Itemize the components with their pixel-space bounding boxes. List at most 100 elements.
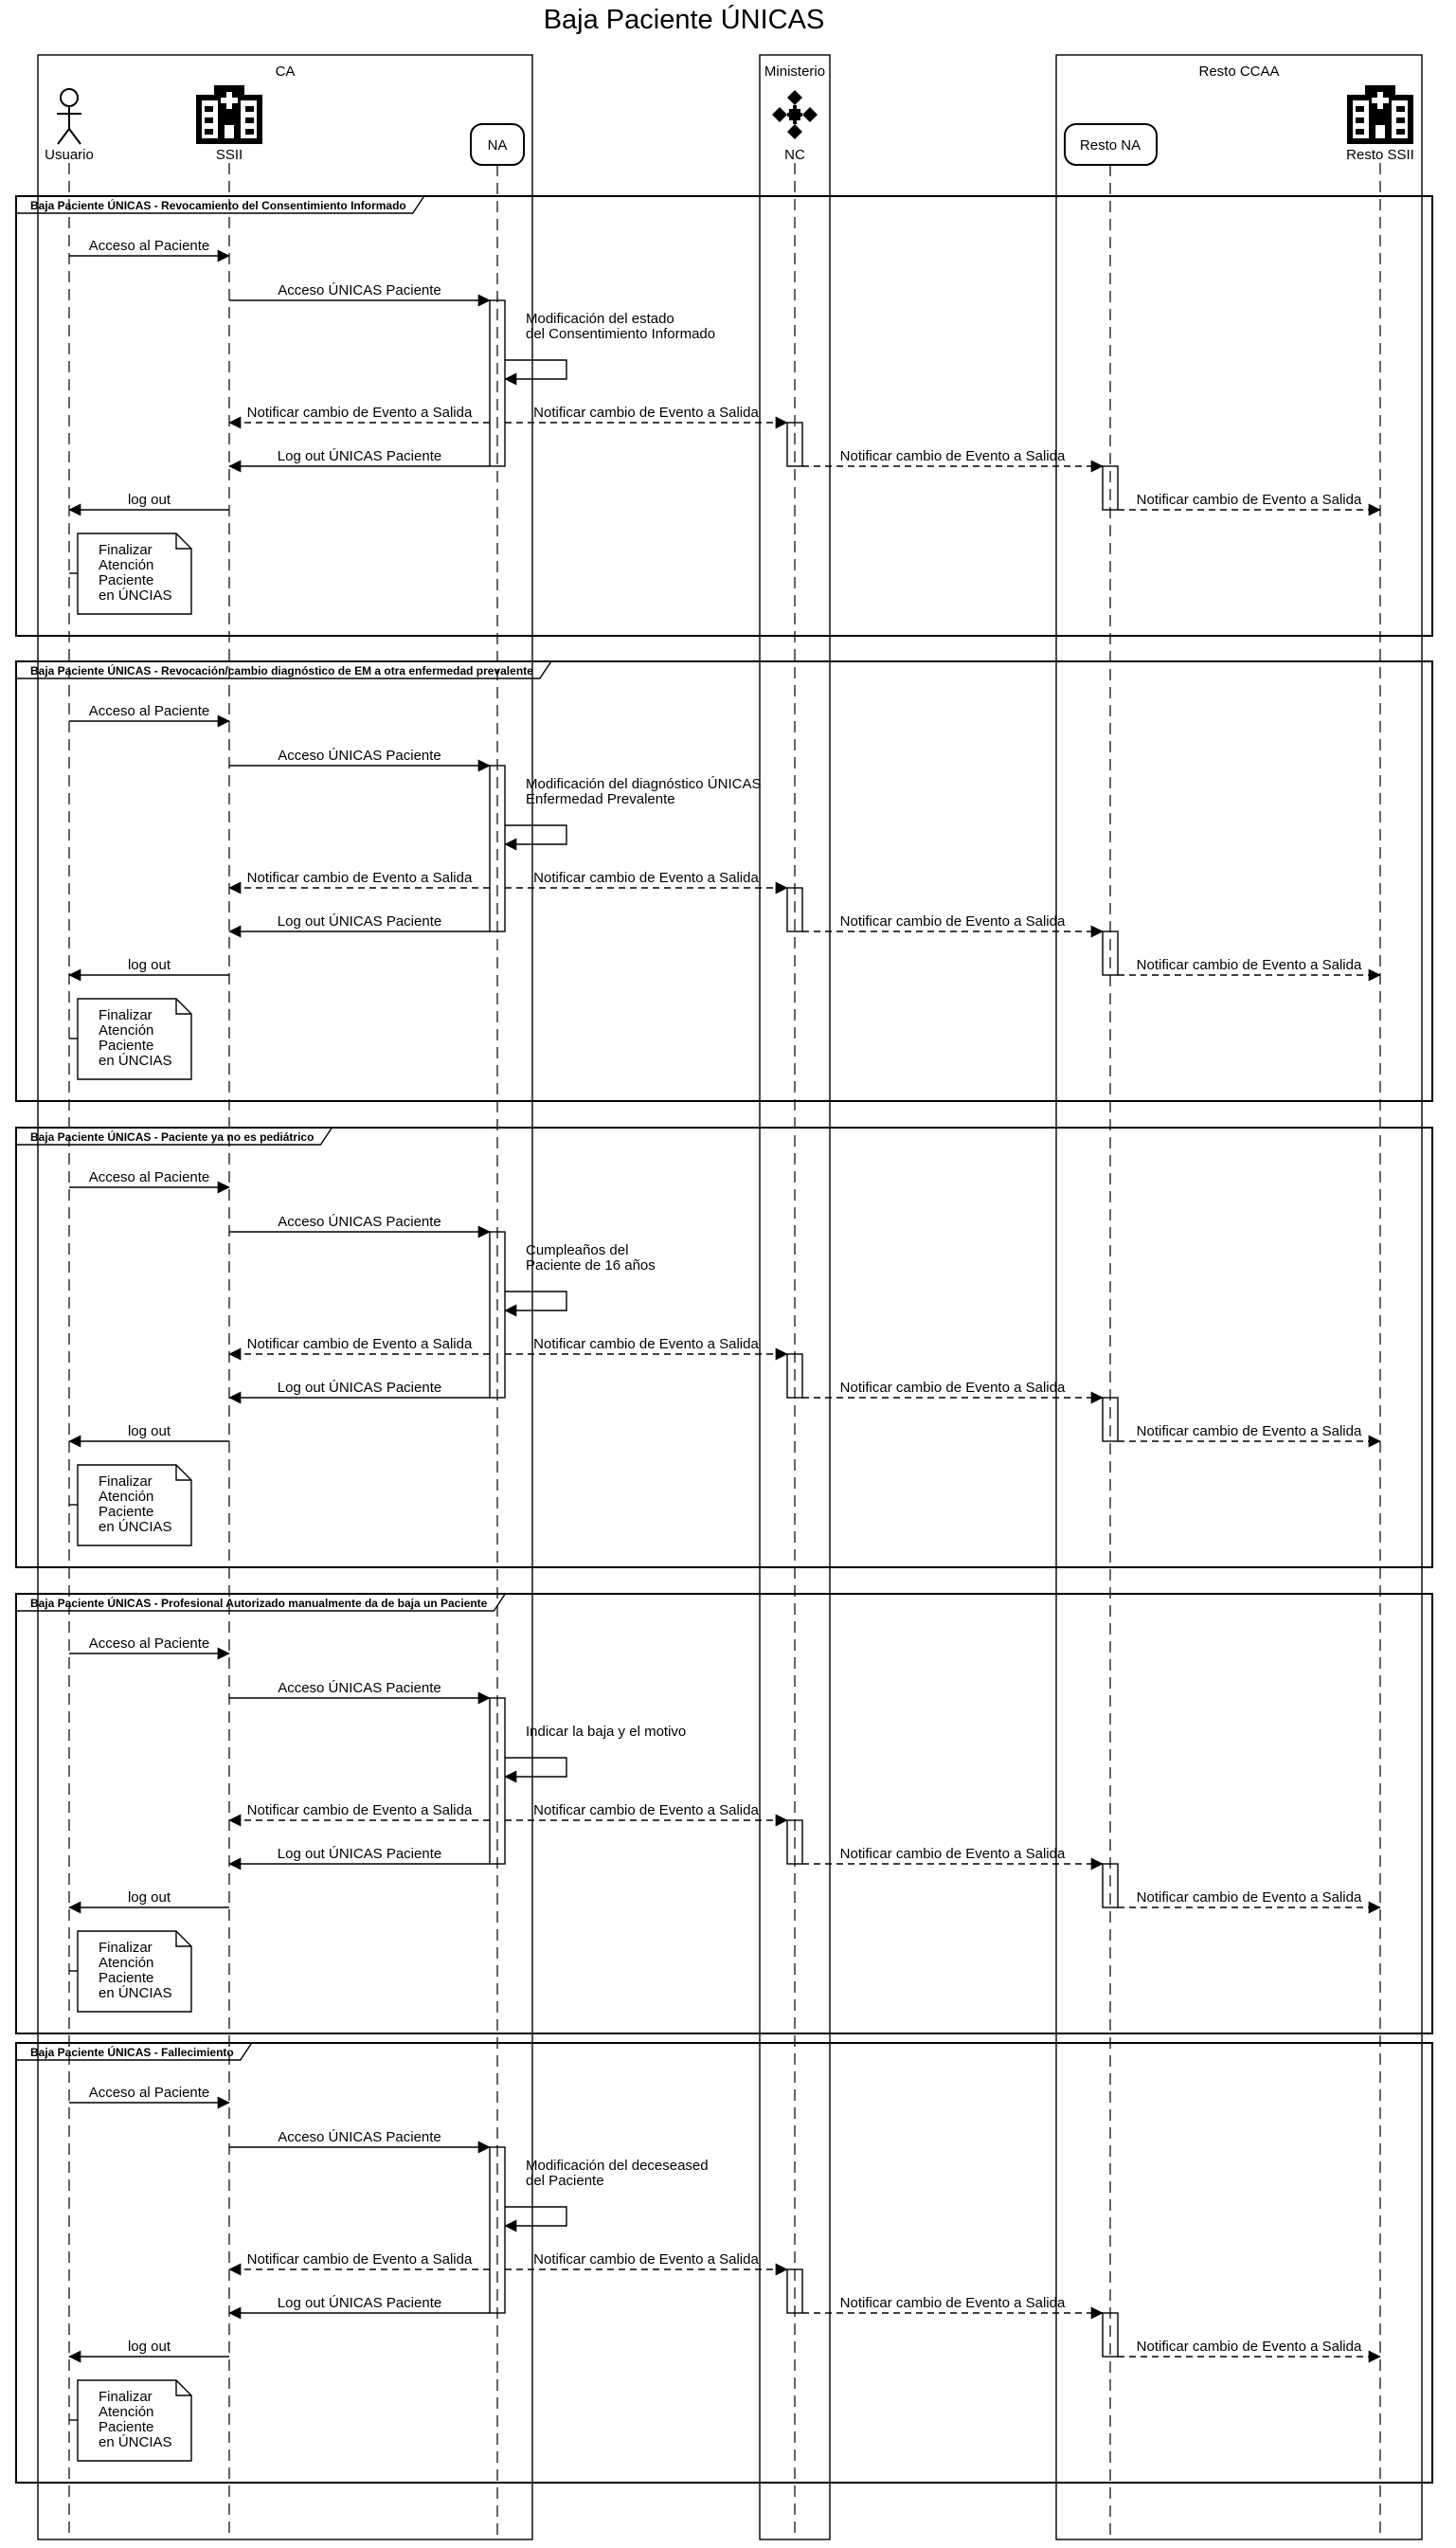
note-line: Paciente <box>99 572 153 588</box>
message-notificar-nc-label: Notificar cambio de Evento a Salida <box>533 870 759 886</box>
self-message-label: Enfermedad Prevalente <box>526 791 675 807</box>
self-message: Modificación del diagnóstico ÚNICASEnfer… <box>504 776 761 851</box>
activation-resto-na <box>1102 465 1119 511</box>
message-notificar-resto-ssii: Notificar cambio de Evento a Salida <box>1118 492 1381 516</box>
message-logout-unicas-label: Log out ÚNICAS Paciente <box>278 913 441 930</box>
message-acceso-unicas-label: Acceso ÚNICAS Paciente <box>278 748 441 764</box>
message-acceso-unicas-label: Acceso ÚNICAS Paciente <box>278 2129 441 2145</box>
note-line: en ÚNCIAS <box>99 1519 172 1535</box>
message-acceso-paciente: Acceso al Paciente <box>69 1169 230 1194</box>
message-notificar-nc: Notificar cambio de Evento a Salida <box>505 870 788 895</box>
group-ca-label: CA <box>276 63 296 80</box>
message-logout-label: log out <box>128 1889 171 1906</box>
fragment-frame <box>15 1127 1433 1568</box>
message-logout-label: log out <box>128 492 171 508</box>
message-notificar-resto-ssii: Notificar cambio de Evento a Salida <box>1118 1889 1381 1914</box>
participant-ssii: SSII <box>196 85 262 163</box>
note-fold <box>175 1465 191 1481</box>
fragment-frame <box>15 195 1433 637</box>
message-acceso-unicas: Acceso ÚNICAS Paciente <box>229 1680 491 1705</box>
message-logout-unicas-label: Log out ÚNICAS Paciente <box>278 2295 441 2311</box>
message-logout-unicas: Log out ÚNICAS Paciente <box>228 2295 490 2320</box>
message-notificar-resto-ssii: Notificar cambio de Evento a Salida <box>1118 957 1381 982</box>
self-message-label: Cumpleaños del <box>526 1242 628 1258</box>
message-notificar-nc-label: Notificar cambio de Evento a Salida <box>533 1802 759 1818</box>
group-ca: CA <box>37 54 533 2540</box>
note-box <box>77 2379 192 2462</box>
message-notificar-nc-label: Notificar cambio de Evento a Salida <box>533 1336 759 1352</box>
note-line: Atención <box>99 1022 153 1039</box>
message-acceso-paciente: Acceso al Paciente <box>69 1635 230 1660</box>
message-notificar-nc-label: Notificar cambio de Evento a Salida <box>533 405 759 421</box>
message-acceso-unicas-label: Acceso ÚNICAS Paciente <box>278 1214 441 1230</box>
fragment: Baja Paciente ÚNICAS - Profesional Autor… <box>15 1593 1433 2034</box>
message-notificar-resto-ssii-label: Notificar cambio de Evento a Salida <box>1137 1423 1362 1439</box>
self-message-label: del Consentimiento Informado <box>526 326 715 342</box>
message-logout-unicas: Log out ÚNICAS Paciente <box>228 1846 490 1870</box>
participant-nc: NC <box>772 90 818 163</box>
activation-nc <box>786 422 803 467</box>
network-icon <box>772 90 818 139</box>
message-acceso-unicas: Acceso ÚNICAS Paciente <box>229 282 491 307</box>
message-acceso-paciente: Acceso al Paciente <box>69 703 230 728</box>
message-acceso-paciente-label: Acceso al Paciente <box>89 1169 210 1185</box>
message-notificar-nc: Notificar cambio de Evento a Salida <box>505 1802 788 1827</box>
hospital-icon <box>1347 85 1413 144</box>
note-fold <box>175 999 191 1015</box>
self-message-label: Modificación del diagnóstico ÚNICAS <box>526 776 761 792</box>
fragment-label: Baja Paciente ÚNICAS - Paciente ya no es… <box>30 1129 314 1144</box>
note-line: Finalizar <box>99 2389 153 2405</box>
group-ministerio-label: Ministerio <box>764 63 825 80</box>
note-box <box>77 998 192 1080</box>
message-notificar-ssii-label: Notificar cambio de Evento a Salida <box>247 1802 473 1818</box>
activation-nc <box>786 1819 803 1865</box>
note-line: en ÚNCIAS <box>99 1053 172 1069</box>
self-message-label: Paciente de 16 años <box>526 1257 656 1274</box>
fragment-label-tab <box>16 1127 333 1146</box>
participant-resto-ssii: Resto SSII <box>1346 85 1414 163</box>
self-message-label: Indicar la baja y el motivo <box>526 1724 686 1740</box>
message-notificar-ssii: Notificar cambio de Evento a Salida <box>228 870 490 895</box>
group-resto-ccaa-label: Resto CCAA <box>1198 63 1279 80</box>
message-acceso-paciente-label: Acceso al Paciente <box>89 2085 210 2101</box>
message-notificar-resto-na: Notificar cambio de Evento a Salida <box>802 1380 1104 1404</box>
self-message-label: Modificación del deceseased <box>526 2158 709 2174</box>
message-notificar-ssii-label: Notificar cambio de Evento a Salida <box>247 870 473 886</box>
fragment-label-tab <box>16 660 552 679</box>
message-logout-unicas: Log out ÚNICAS Paciente <box>228 913 490 938</box>
message-notificar-resto-ssii-label: Notificar cambio de Evento a Salida <box>1137 1889 1362 1906</box>
message-notificar-resto-na: Notificar cambio de Evento a Salida <box>802 448 1104 473</box>
message-notificar-ssii-label: Notificar cambio de Evento a Salida <box>247 405 473 421</box>
participant-na-label: NA <box>488 137 508 154</box>
message-notificar-resto-na: Notificar cambio de Evento a Salida <box>802 2295 1104 2320</box>
note-box <box>77 1464 192 1546</box>
message-logout-unicas-label: Log out ÚNICAS Paciente <box>278 1846 441 1862</box>
message-acceso-unicas-label: Acceso ÚNICAS Paciente <box>278 1680 441 1696</box>
message-logout: log out <box>68 492 229 516</box>
message-notificar-resto-ssii-label: Notificar cambio de Evento a Salida <box>1137 492 1362 508</box>
participant-na: NA <box>470 123 525 166</box>
fragment: Baja Paciente ÚNICAS - Revocación/cambio… <box>15 660 1433 1102</box>
fragment-frame <box>15 2042 1433 2484</box>
message-notificar-resto-ssii-label: Notificar cambio de Evento a Salida <box>1137 2339 1362 2355</box>
message-acceso-unicas: Acceso ÚNICAS Paciente <box>229 2129 491 2154</box>
fragment: Baja Paciente ÚNICAS - FallecimientoAcce… <box>15 2042 1433 2484</box>
message-notificar-resto-na-label: Notificar cambio de Evento a Salida <box>840 1846 1066 1862</box>
activation-nc <box>786 2268 803 2314</box>
message-notificar-resto-na-label: Notificar cambio de Evento a Salida <box>840 448 1066 464</box>
message-notificar-resto-ssii: Notificar cambio de Evento a Salida <box>1118 1423 1381 1448</box>
note-line: Atención <box>99 1955 153 1971</box>
activation-resto-na <box>1102 2312 1119 2358</box>
group-resto-ccaa: Resto CCAA <box>1055 54 1423 2540</box>
message-notificar-ssii: Notificar cambio de Evento a Salida <box>228 405 490 429</box>
note-line: en ÚNCIAS <box>99 1985 172 2001</box>
fragment: Baja Paciente ÚNICAS - Paciente ya no es… <box>15 1127 1433 1568</box>
message-acceso-unicas: Acceso ÚNICAS Paciente <box>229 1214 491 1238</box>
message-notificar-ssii: Notificar cambio de Evento a Salida <box>228 1336 490 1361</box>
self-message: Indicar la baja y el motivo <box>504 1724 686 1783</box>
